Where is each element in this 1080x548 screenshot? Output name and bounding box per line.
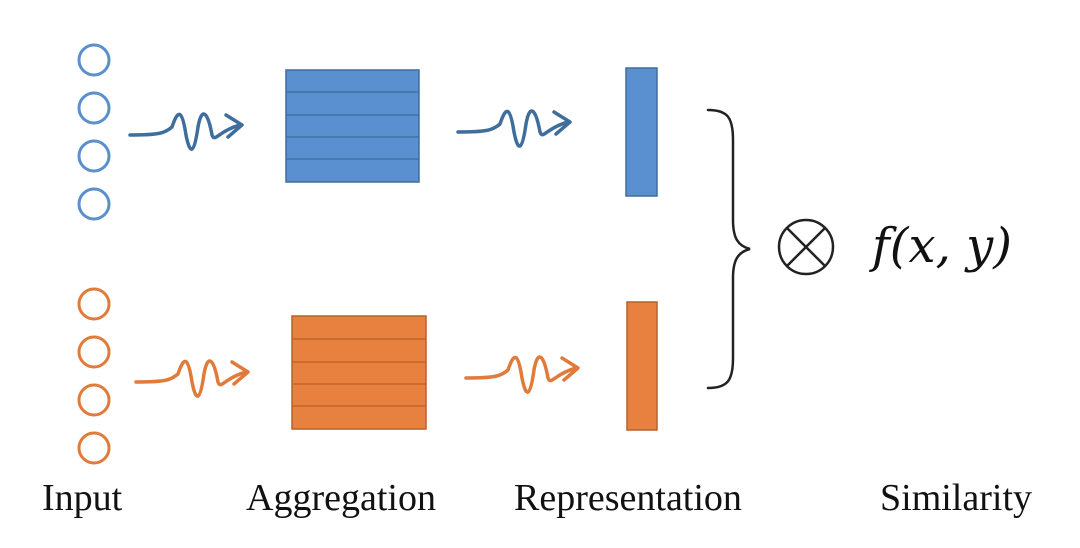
- orange-input-nodes: [77, 287, 111, 465]
- circle-node-icon: [77, 139, 111, 173]
- circle-node-icon: [77, 43, 111, 77]
- circle-node-icon: [77, 431, 111, 465]
- orange-aggregation-matrix: [291, 315, 427, 430]
- circle-node-icon: [77, 383, 111, 417]
- aggregation-label: Aggregation: [246, 477, 436, 519]
- wave-arrow-icon: [456, 109, 572, 148]
- circled-times-icon: [777, 218, 835, 276]
- blue-branch: [77, 43, 658, 221]
- circle-node-icon: [77, 287, 111, 321]
- blue-input-nodes: [77, 43, 111, 221]
- orange-representation-vector: [626, 301, 658, 431]
- input-label: Input: [42, 477, 123, 519]
- wave-arrow-icon: [464, 355, 580, 394]
- circle-node-icon: [77, 91, 111, 125]
- circle-node-icon: [77, 335, 111, 369]
- curly-brace: [706, 108, 751, 390]
- circle-node-icon: [77, 187, 111, 221]
- similarity-function: f(x, y): [872, 218, 1012, 274]
- orange-branch: [77, 287, 658, 465]
- representation-label: Representation: [514, 477, 742, 519]
- wave-arrow-icon: [128, 112, 244, 151]
- wave-arrow-icon: [134, 359, 250, 398]
- blue-aggregation-matrix: [285, 69, 420, 183]
- blue-representation-vector: [625, 67, 658, 197]
- similarity-label: Similarity: [880, 477, 1032, 519]
